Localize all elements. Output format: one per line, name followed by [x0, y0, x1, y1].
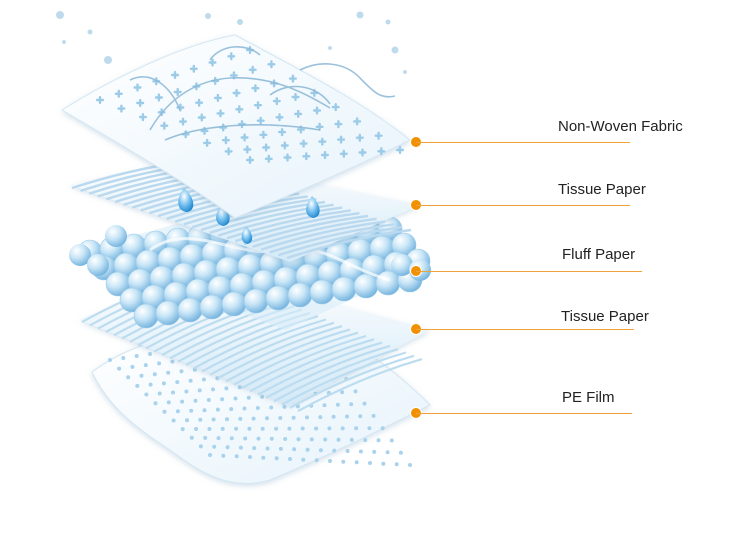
leader-line — [416, 413, 632, 414]
label-tissue-paper-lower: Tissue Paper — [561, 308, 649, 325]
water-splash — [129, 46, 396, 141]
label-non-woven-fabric: Non-Woven Fabric — [558, 118, 683, 135]
label-tissue-paper-upper: Tissue Paper — [558, 181, 646, 198]
leader-line — [416, 329, 634, 330]
layer-non-woven-fabric — [56, 11, 411, 219]
leader-line — [416, 271, 642, 272]
droplets — [178, 188, 320, 244]
label-pe-film: PE Film — [562, 389, 615, 406]
label-fluff-paper: Fluff Paper — [562, 246, 636, 263]
leader-line — [416, 142, 630, 143]
leader-line — [416, 205, 630, 206]
